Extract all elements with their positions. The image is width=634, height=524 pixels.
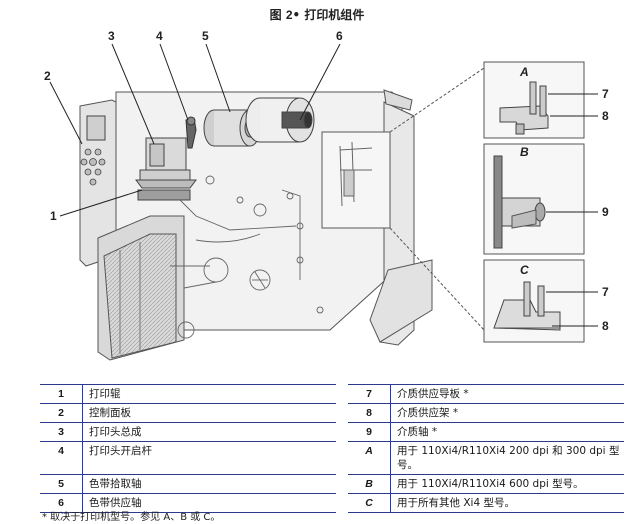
platen-roller [137,189,191,201]
callout-2: 2 [44,69,51,83]
control-panel-housing [79,99,117,267]
figure-caption: 打印机组件 [304,8,365,22]
legend-label: 用于所有其他 Xi4 型号。 [390,494,624,512]
inset-b-panel [483,143,585,255]
legend-key: 9 [366,426,372,438]
legend-row: 5 色带拾取轴 [40,475,336,494]
legend-row: 2 控制面板 [40,404,336,423]
legend-key: C [365,497,373,509]
figure-title-prefix: 图 [269,8,282,22]
legend-key: 1 [58,388,64,400]
inset-label-b: B [520,145,529,159]
legend-row: 4 打印头开启杆 [40,442,336,475]
legend-row: 1 打印辊 [40,385,336,404]
ribbon-supply-spindle [245,97,315,143]
legend-key: 6 [58,497,64,509]
printhead-assembly [135,137,197,189]
legend-key: B [365,478,373,490]
callout-7a: 7 [602,87,609,101]
figure-bullet: • [292,8,301,22]
legend-key: A [365,445,373,457]
control-panel-buttons [80,148,106,186]
drive-mechanism [170,175,324,339]
legend-right-table: 7 介质供应导板 * 8 介质供应架 * 9 介质轴 * A 用于 110Xi4/R11… [348,384,624,513]
figure-number: 2 [285,8,293,22]
legend-label: 打印辊 [82,385,336,403]
callout-8c: 8 [602,319,609,333]
callout-9: 9 [602,205,609,219]
legend-row: A 用于 110Xi4/R110Xi4 200 dpi 和 300 dpi 型号。 [348,442,624,475]
callout-3: 3 [108,29,115,43]
legend-label: 打印头总成 [82,423,336,441]
legend-row: 8 介质供应架 * [348,404,624,423]
legend-row: 6 色带供应轴 [40,494,336,512]
callout-1: 1 [50,209,57,223]
front-housing [97,215,185,361]
legend-row: B 用于 110Xi4/R110Xi4 600 dpi 型号。 [348,475,624,494]
legend-label: 介质轴 * [390,423,624,441]
media-supply-zoom-box [321,67,485,331]
legend-label: 控制面板 [82,404,336,422]
inset-label-a: A [519,65,529,79]
legend-label: 色带供应轴 [82,494,336,512]
callout-leaders [49,43,598,327]
figure-title: 图 2• 打印机组件 [0,6,634,23]
legend-key: 7 [366,388,372,400]
callout-4: 4 [156,29,163,43]
callout-numbers: 1 2 3 4 5 6 7 8 9 7 8 A B C [44,29,609,333]
legend-left-table: 1 打印辊 2 控制面板 3 打印头总成 4 打印头开启杆 5 色带拾取轴 6 色带供应轴 [40,384,336,513]
legend-label: 用于 110Xi4/R110Xi4 600 dpi 型号。 [390,475,624,493]
printer-components-illustration: 1 2 3 4 5 6 7 8 9 7 8 A B C [44,29,609,361]
footnote: * 取决于打印机型号。参见 A、B 或 C。 [42,512,221,523]
inset-label-c: C [520,263,529,277]
callout-8a: 8 [602,109,609,123]
legend-label: 用于 110Xi4/R110Xi4 200 dpi 和 300 dpi 型号。 [390,442,624,474]
legend-row: C 用于所有其他 Xi4 型号。 [348,494,624,512]
legend-row: 9 介质轴 * [348,423,624,442]
legend-row: 3 打印头总成 [40,423,336,442]
printhead-open-lever [185,116,197,149]
legend-key: 5 [58,478,64,490]
legend-key: 4 [58,445,64,457]
callout-6: 6 [336,29,343,43]
legend-key: 3 [58,426,64,438]
legend-row: 7 介质供应导板 * [348,385,624,404]
legend-key: 2 [58,407,64,419]
legend-label: 介质供应导板 * [390,385,624,403]
legend-key: 8 [366,407,372,419]
callout-5: 5 [202,29,209,43]
inset-a-panel [483,61,585,139]
legend-label: 介质供应架 * [390,404,624,422]
legend-label: 打印头开启杆 [82,442,336,474]
inset-c-panel [483,259,585,343]
legend-label: 色带拾取轴 [82,475,336,493]
callout-7c: 7 [602,285,609,299]
